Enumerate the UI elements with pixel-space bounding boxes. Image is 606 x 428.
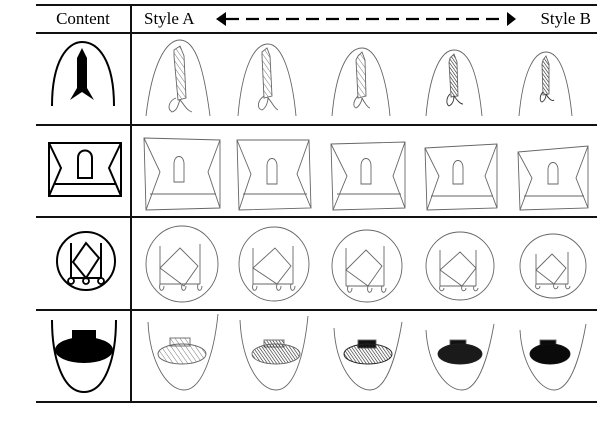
arrow-in-arch-icon xyxy=(48,40,118,118)
row-divider xyxy=(36,309,597,311)
column-divider xyxy=(130,4,132,402)
envelope-with-arch-icon xyxy=(48,142,122,198)
content-column-header: Content xyxy=(56,9,110,28)
hat-sketch-row xyxy=(136,312,596,396)
style-b-label: Style B xyxy=(540,9,591,28)
cart-diamond-in-circle-icon xyxy=(54,229,118,293)
envelope-sketch-row xyxy=(136,134,596,214)
style-interpolation-figure: Content Style A Style B xyxy=(36,4,597,403)
table-bottom-border xyxy=(36,401,597,403)
header-divider xyxy=(36,32,597,34)
row-divider xyxy=(36,124,597,126)
style-a-label: Style A xyxy=(144,9,195,28)
hat-in-bowl-icon xyxy=(48,316,120,398)
cart-sketch-row xyxy=(136,222,596,306)
double-arrow-icon xyxy=(216,12,516,26)
arrow-sketch-row xyxy=(136,34,596,122)
table-top-border xyxy=(36,4,597,6)
row-divider xyxy=(36,216,597,218)
